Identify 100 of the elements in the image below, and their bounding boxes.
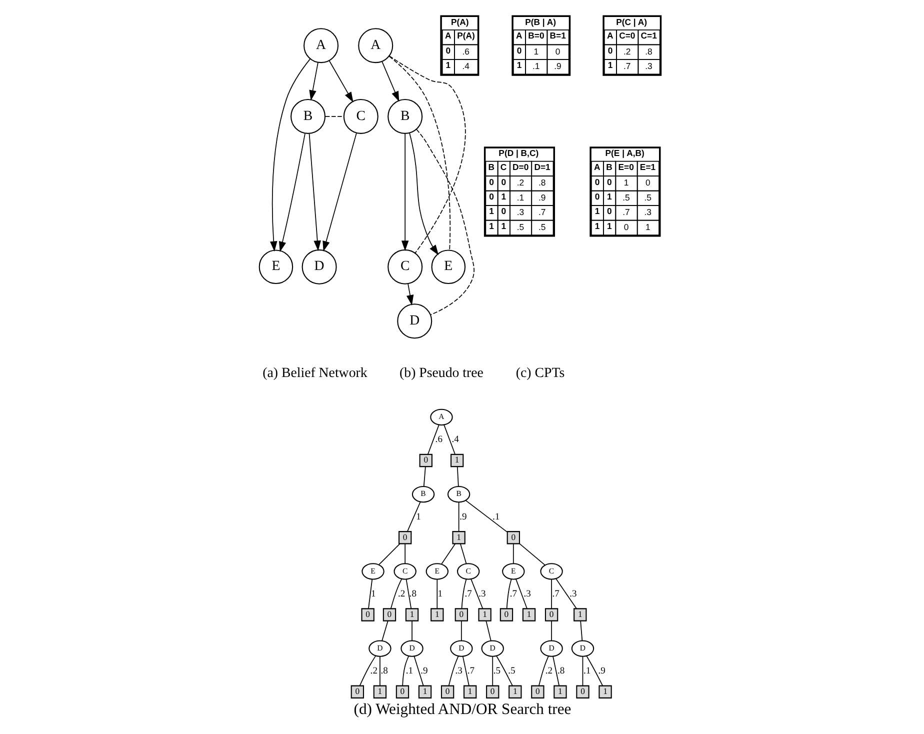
label: .5 bbox=[516, 222, 524, 232]
edge-label: 1 bbox=[437, 589, 442, 600]
label: .4 bbox=[462, 60, 470, 71]
label: 0 bbox=[554, 46, 560, 56]
label: 1 bbox=[488, 206, 494, 216]
edge-label: .7 bbox=[466, 666, 474, 677]
label: 0 bbox=[594, 191, 600, 202]
label: .9 bbox=[554, 60, 561, 71]
label: 0 bbox=[488, 176, 494, 187]
label: C=1 bbox=[640, 30, 656, 41]
label: P(B | A) bbox=[524, 16, 556, 27]
label: B bbox=[606, 162, 612, 172]
label: 1 bbox=[606, 191, 612, 202]
label: A bbox=[606, 30, 613, 41]
label: 1 bbox=[607, 60, 612, 70]
label: 1 bbox=[445, 60, 450, 70]
label: .5 bbox=[622, 192, 630, 202]
label: 0 bbox=[500, 176, 506, 187]
edge-label: 1 bbox=[370, 589, 376, 600]
label: 0 bbox=[594, 176, 600, 187]
label: .8 bbox=[644, 46, 652, 56]
label: C=0 bbox=[618, 30, 635, 41]
label: C bbox=[500, 162, 506, 172]
label: 1 bbox=[594, 206, 600, 216]
label: 0 bbox=[607, 45, 612, 56]
label: .7 bbox=[538, 207, 546, 218]
label: 1 bbox=[500, 220, 506, 231]
label: .5 bbox=[644, 192, 652, 202]
label: 1 bbox=[516, 60, 522, 70]
label: 1 bbox=[645, 222, 650, 232]
label: A bbox=[594, 162, 600, 172]
edge-label: .8 bbox=[408, 589, 416, 600]
edge-label: .1 bbox=[492, 512, 500, 522]
edge-label: .3 bbox=[478, 589, 486, 600]
label: 1 bbox=[488, 220, 494, 231]
label: (c) CPTs bbox=[515, 365, 564, 380]
label: .2 bbox=[622, 46, 630, 56]
edge-label: .3 bbox=[569, 589, 576, 600]
label: A bbox=[444, 30, 451, 41]
label: 0 bbox=[606, 206, 612, 216]
label: 0 bbox=[516, 45, 522, 56]
label: .9 bbox=[538, 192, 546, 202]
label: (a) Belief Network bbox=[262, 365, 367, 380]
label: 1 bbox=[606, 220, 612, 231]
edge-label: .1 bbox=[405, 666, 412, 677]
label: P(A) bbox=[456, 30, 474, 41]
edge-label: 1 bbox=[416, 512, 420, 522]
label: 0 bbox=[623, 222, 628, 232]
label: 0 bbox=[645, 178, 650, 188]
label: 1 bbox=[623, 178, 628, 188]
label: 1 bbox=[533, 46, 538, 56]
label: P(C | A) bbox=[616, 16, 647, 27]
label: .6 bbox=[462, 46, 470, 56]
edge-label: .9 bbox=[420, 666, 428, 677]
label: B=0 bbox=[528, 30, 544, 41]
edge-label: .7 bbox=[509, 589, 516, 600]
edge-label: .2 bbox=[398, 589, 405, 600]
label: 0 bbox=[445, 45, 450, 56]
label: B bbox=[488, 162, 494, 172]
label: .1 bbox=[532, 60, 540, 71]
caption: (d) Weighted AND/OR Search tree bbox=[353, 700, 571, 718]
label: .7 bbox=[622, 60, 630, 71]
edge-label: .5 bbox=[508, 666, 515, 677]
label: .3 bbox=[644, 60, 652, 71]
edge-label: .9 bbox=[459, 512, 466, 522]
label: B=1 bbox=[549, 30, 566, 41]
label: A bbox=[516, 30, 522, 41]
edge-label: .1 bbox=[583, 666, 590, 677]
label: 1 bbox=[500, 191, 506, 202]
label: P(E | A,B) bbox=[604, 148, 644, 158]
label: D=0 bbox=[512, 162, 528, 172]
label: .7 bbox=[622, 207, 630, 218]
edge-label: .5 bbox=[492, 666, 500, 677]
label: P(D | B,C) bbox=[498, 148, 538, 158]
label: .1 bbox=[516, 192, 524, 202]
label: 0 bbox=[500, 206, 506, 216]
edge-label: .8 bbox=[557, 666, 564, 677]
edge-label: .9 bbox=[598, 666, 605, 677]
edge-label: .7 bbox=[464, 589, 472, 600]
label: 1 bbox=[594, 220, 600, 231]
label: E=0 bbox=[618, 162, 634, 172]
label: 0 bbox=[488, 191, 494, 202]
edge-label: .7 bbox=[552, 589, 559, 600]
edge-label: .6 bbox=[434, 435, 442, 446]
edge-label: .4 bbox=[451, 435, 458, 446]
label: .5 bbox=[538, 222, 546, 232]
edge-label: .2 bbox=[544, 666, 552, 677]
label: .3 bbox=[516, 207, 524, 218]
label: .2 bbox=[516, 178, 524, 188]
label: E=1 bbox=[639, 162, 656, 172]
label: 0 bbox=[606, 176, 612, 187]
edge-label: .8 bbox=[380, 666, 388, 677]
label: (b) Pseudo tree bbox=[399, 365, 483, 380]
label: .3 bbox=[644, 207, 652, 218]
label: D=1 bbox=[534, 162, 550, 172]
edge-label: .2 bbox=[370, 666, 377, 677]
label: P(A) bbox=[450, 16, 468, 27]
edge-label: .3 bbox=[454, 666, 462, 677]
label: .8 bbox=[538, 178, 546, 188]
edge-label: .3 bbox=[523, 589, 530, 600]
